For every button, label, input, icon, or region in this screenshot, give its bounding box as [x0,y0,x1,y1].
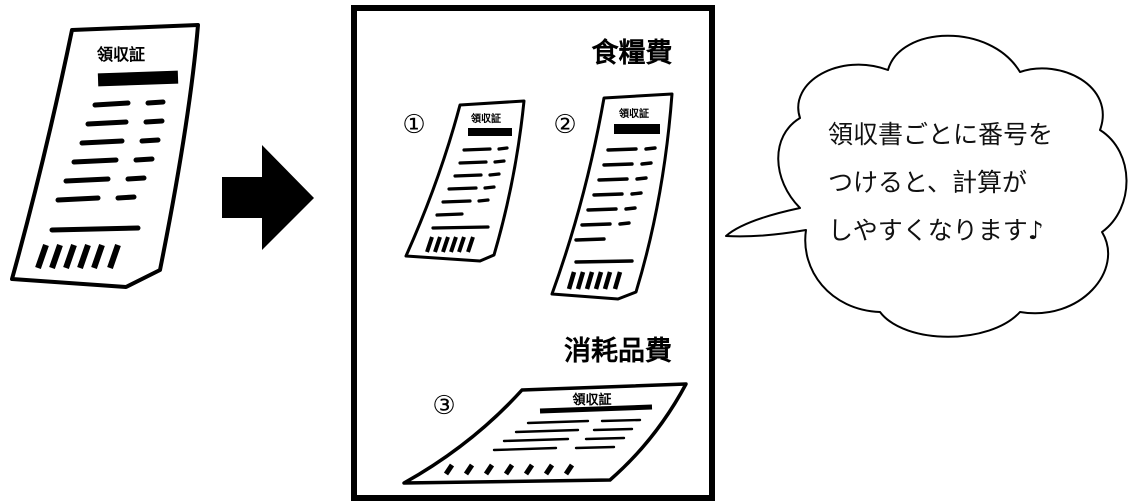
receipt-number-1: ① [402,110,425,140]
receipt-number-2: ② [553,110,576,140]
loose-receipt-title: 領収証 [97,45,145,64]
food-category-label: 食糧費 [592,37,673,69]
receipt-1: ① 領収証 [402,99,526,263]
receipt-2: ② 領収証 [550,92,674,301]
loose-receipt-icon: 領収証 [10,23,200,289]
receipt-1-title: 領収証 [470,112,501,125]
speech-bubble-line-2: つけると、計算が [828,168,1027,197]
receipt-2-title: 領収証 [618,107,649,120]
receipt-number-3: ③ [432,391,455,421]
loose-receipt-name-bar [97,70,179,87]
receipt-3: ③ 領収証 [402,382,688,485]
speech-bubble-line-1: 領収書ごとに番号を [828,120,1053,149]
receipt-3-title: 領収証 [572,392,611,408]
receipt-icon: 領収証 [402,382,688,485]
speech-bubble-line-3: しやすくなります♪ [828,216,1044,245]
receipt-icon: 領収証 [404,99,526,263]
receipt-icon: 領収証 [550,92,674,301]
speech-bubble-icon [725,34,1128,338]
loose-receipt-barcode [35,244,121,269]
arrow-right-icon [222,145,314,250]
supplies-category-label: 消耗品費 [564,336,672,367]
loose-receipt-lines [49,99,166,233]
speech-bubble: 領収書ごとに番号を つけると、計算が しやすくなります♪ [725,34,1128,338]
